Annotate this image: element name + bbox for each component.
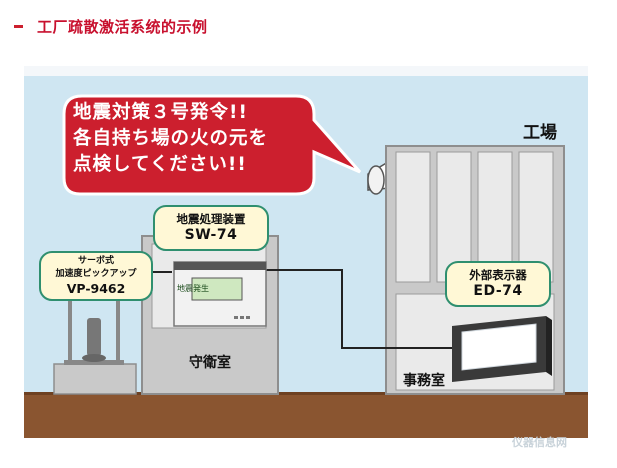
processor-model: SW-74 [184, 227, 238, 243]
heading-accent-bar [14, 25, 23, 28]
label-tags [39, 205, 551, 307]
alert-line-3: 点検してください!! [73, 154, 247, 175]
pickup-model: VP-9462 [66, 281, 126, 296]
office-label: 事務室 [403, 373, 445, 389]
processor-screen-text: 地震発生 [177, 284, 209, 293]
page-title: 工厂疏散激活系统的示例 [37, 18, 208, 36]
loudspeaker-icon [367, 160, 391, 195]
guard-room-label: 守衛室 [189, 355, 231, 371]
pickup-name-line2: 加速度ピックアップ [55, 269, 137, 279]
alert-line-2: 各自持ち場の火の元を [73, 128, 269, 149]
external-display-device [452, 316, 552, 382]
pickup-name-line1: サーボ式 [77, 256, 114, 266]
system-diagram: 地震対策３号発令!! 各自持ち場の火の元を 点検してください!! 工場 事務室 … [24, 66, 588, 438]
watermark: 仪器信息网 [512, 436, 567, 449]
ground [24, 394, 588, 438]
alert-message: 地震対策３号発令!! 各自持ち場の火の元を 点検してください!! [73, 100, 299, 178]
processor-unit [173, 261, 267, 327]
processor-name: 地震処理装置 [176, 212, 246, 226]
processor-tag: 地震処理装置 SW-74 [154, 212, 268, 244]
page-heading: 工厂疏散激活系统的示例 [14, 16, 208, 37]
display-name: 外部表示器 [469, 268, 527, 282]
diagram-canvas [24, 76, 588, 438]
pickup-tag: サーボ式 加速度ピックアップ VP-9462 [40, 255, 152, 296]
factory-title: 工場 [523, 123, 557, 143]
alert-speech-bubble [62, 94, 362, 196]
display-tag: 外部表示器 ED-74 [446, 268, 550, 300]
display-model: ED-74 [473, 283, 523, 299]
alert-line-1: 地震対策３号発令!! [73, 102, 248, 123]
